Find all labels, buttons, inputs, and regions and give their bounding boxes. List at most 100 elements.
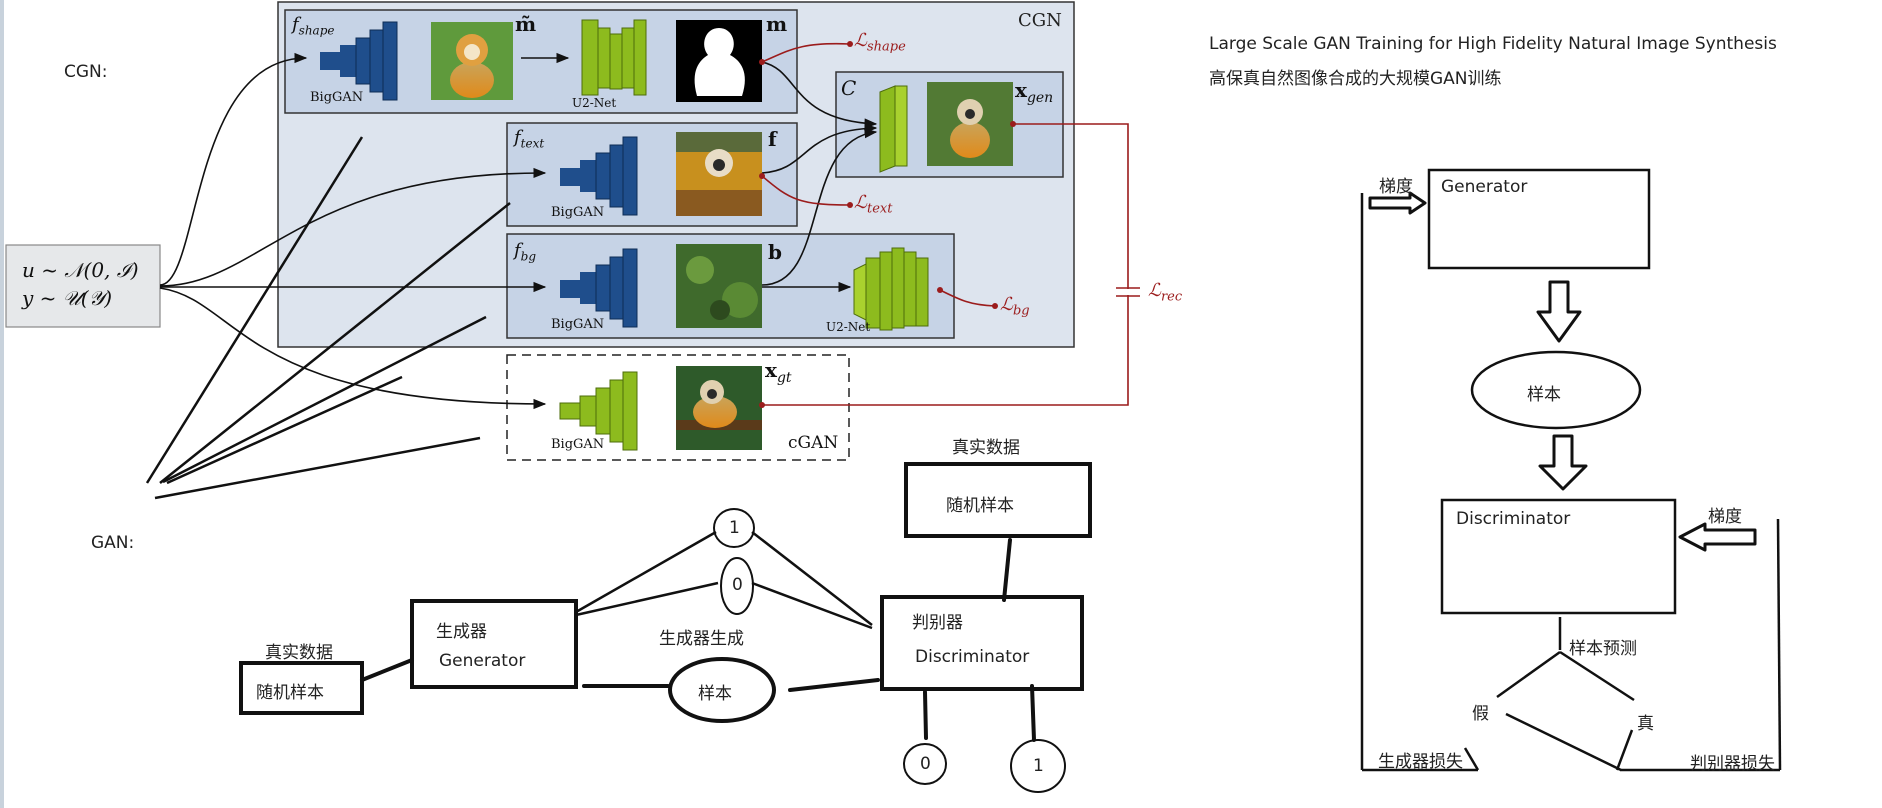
gen-loss-label: 生成器损失 [1378, 752, 1463, 772]
cgan-out-name: x [765, 358, 777, 382]
hand-drawn-lines [145, 136, 511, 500]
loop-sample-ellipse [1470, 350, 1642, 430]
sample-ellipse [668, 657, 776, 723]
disc-loss-label: 判别器损失 [1690, 754, 1775, 774]
u2net-bg-icon [853, 247, 929, 331]
generator-box [410, 599, 578, 689]
circle-bottom-1 [1010, 739, 1066, 793]
generator-zh-label: 生成器 [436, 622, 487, 642]
biggan-shape-icon [320, 21, 398, 101]
rec-loss-cap [1116, 287, 1140, 297]
background-image [676, 244, 762, 328]
cgn-panel-title: CGN [1018, 10, 1062, 31]
real-data-left-label: 真实数据 [265, 643, 333, 663]
text-loss-sub: text [866, 201, 893, 217]
rec-loss-gap [1124, 289, 1132, 295]
discriminator-en-label: Discriminator [915, 647, 1030, 667]
biggan-text-icon [560, 136, 638, 216]
circle-top-1-label: 1 [729, 518, 740, 538]
bg-biggan-label: BigGAN [551, 317, 605, 332]
block-arrows [1368, 191, 1757, 552]
bg-u2net-label: U2-Net [826, 320, 871, 334]
shape-loss-sym: ℒ [854, 30, 867, 51]
gradient-right-label: 梯度 [1708, 507, 1742, 527]
title-zh: 高保真自然图像合成的大规模GAN训练 [1209, 69, 1502, 89]
composer-icon [879, 85, 908, 173]
text-fn-label: ftext [514, 127, 544, 151]
gan-flow-thin-lines [575, 530, 873, 630]
gan-flow-shapes [239, 462, 1092, 793]
discriminator-box [880, 595, 1084, 691]
gradient-top-label: 梯度 [1379, 177, 1413, 197]
random-sample-top-label: 随机样本 [946, 496, 1014, 516]
loop-lines [1360, 193, 1782, 772]
rec-loss-sym: ℒ [1148, 280, 1161, 301]
shape-loss-sub: shape [866, 39, 906, 55]
input-box [5, 244, 161, 328]
shape-fn-sub: shape [298, 23, 335, 38]
cgan-biggan-label: BigGAN [551, 437, 605, 452]
gan-flow-connectors [360, 538, 1036, 742]
fake-label: 假 [1472, 704, 1489, 724]
training-loop-shapes [1427, 168, 1677, 615]
rec-loss-sub: rec [1160, 289, 1183, 305]
gan-side-label: GAN: [91, 533, 135, 553]
text-loss-sym: ℒ [854, 192, 867, 213]
text-biggan-label: BigGAN [551, 205, 605, 220]
random-sample-left-box [239, 661, 364, 715]
u2net-shape-icon [581, 19, 647, 96]
composer-label: C [841, 76, 857, 100]
loop-sample-label: 样本 [1527, 385, 1561, 405]
bg-fn-name: f [514, 240, 521, 261]
texture-out-label: f [768, 127, 777, 151]
real-data-top-label: 真实数据 [952, 438, 1020, 458]
shape-u2net-label: U2-Net [572, 96, 617, 110]
rec-loss-label: ℒrec [1148, 280, 1182, 305]
shape-loss-label: ℒshape [854, 30, 906, 55]
loop-generator-label: Generator [1441, 177, 1528, 197]
circle-top-0 [720, 557, 754, 615]
monkey-shape-image [431, 22, 513, 100]
random-sample-left-label: 随机样本 [256, 683, 324, 703]
bg-loss-label: ℒbg [1000, 294, 1030, 319]
loss-dots [759, 41, 1016, 408]
bg-fn-label: fbg [514, 240, 536, 264]
generator-en-label: Generator [439, 651, 526, 671]
shape-fn-name: f [292, 14, 299, 35]
text-fn-name: f [514, 127, 521, 148]
input-line-1: u ~ 𝒩(0, ℐ) [22, 258, 139, 282]
composer-out-sub: gen [1026, 90, 1054, 106]
composer-input-arrows [761, 61, 878, 293]
mask-image [676, 20, 762, 102]
cgn-side-label: CGN: [64, 62, 108, 82]
cgan-out-label: xgt [765, 358, 792, 386]
circle-bottom-0 [903, 743, 947, 785]
bg-fn-sub: bg [520, 249, 537, 264]
bg-loss-sub: bg [1012, 303, 1030, 319]
bg-loss-sym: ℒ [1000, 294, 1013, 315]
text-loss-label: ℒtext [854, 192, 892, 217]
random-sample-top-box [904, 462, 1092, 538]
shape-fn-label: fshape [292, 14, 335, 38]
circle-top-1 [713, 508, 755, 548]
loop-discriminator-label: Discriminator [1456, 509, 1571, 529]
real-label: 真 [1637, 714, 1654, 734]
page-edge-strip [0, 0, 4, 808]
prediction-label: 样本预测 [1569, 639, 1637, 659]
generated-image [927, 82, 1013, 166]
ground-truth-image [676, 366, 762, 450]
loop-discriminator-box [1440, 498, 1677, 615]
composer-out-name: x [1015, 78, 1027, 102]
title-en: Large Scale GAN Training for High Fideli… [1209, 34, 1777, 54]
biggan-bg-icon [560, 248, 638, 328]
input-line-2: y ~ 𝒰(𝒴) [22, 286, 113, 310]
input-arrows [159, 52, 547, 410]
texture-image [676, 132, 762, 216]
generated-label: 生成器生成 [659, 629, 744, 649]
loop-generator-box [1427, 168, 1651, 270]
cgan-label: cGAN [788, 433, 839, 453]
discriminator-zh-label: 判别器 [912, 613, 963, 633]
circle-top-0-label: 0 [732, 575, 743, 595]
bg-out-label: b [768, 240, 782, 264]
mask-label: m [766, 12, 788, 36]
